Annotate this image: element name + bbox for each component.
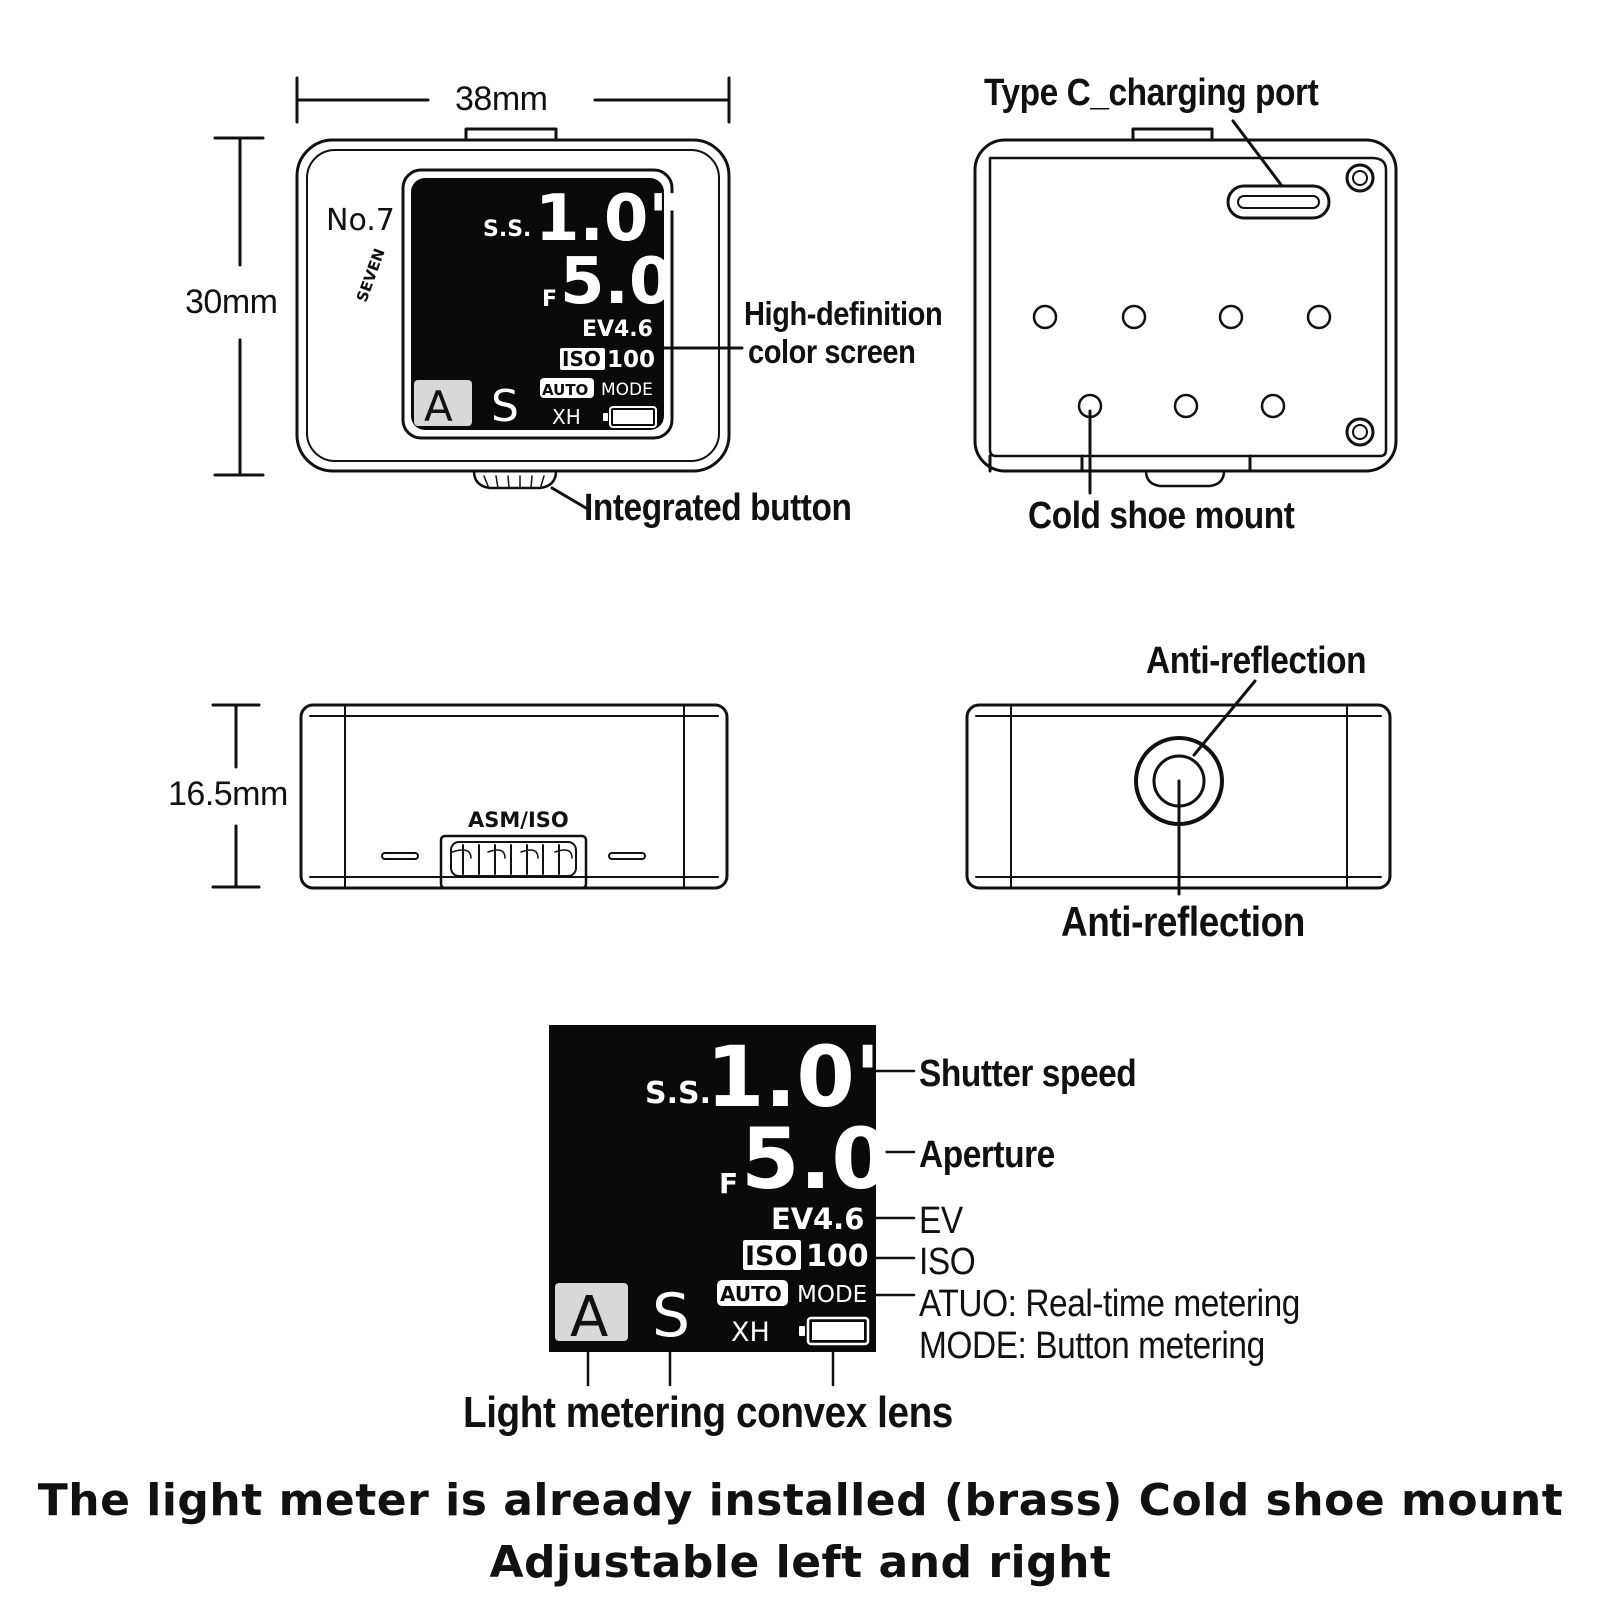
front-aperture-value: 5.0: [560, 245, 673, 319]
large-xh-label: XH: [731, 1317, 770, 1348]
back-view-body: [973, 127, 1398, 488]
charging-port-label: Type C_charging port: [984, 72, 1319, 114]
depth-dimension-label: 16.5mm: [168, 775, 288, 813]
brand-logo: No.7 SEVEN: [326, 203, 395, 304]
screen-label-line2: color screen: [748, 333, 916, 370]
asm-iso-dial-icon: [439, 834, 588, 890]
logo-sub-text: SEVEN: [353, 246, 389, 304]
front-mode-a: A: [424, 382, 453, 431]
front-ev-label: EV: [582, 317, 614, 342]
front-ss-prefix: S.S.: [483, 217, 531, 242]
front-ev-value: 4.6: [614, 317, 653, 342]
legend-ev: EV: [919, 1200, 963, 1242]
anti-reflection-bottom-label: Anti-reflection: [1061, 898, 1305, 945]
large-auto-label: AUTO: [720, 1282, 782, 1306]
screen-label-line1: High-definition: [744, 295, 943, 332]
large-mode-s: S: [652, 1281, 690, 1351]
legend-mode-description: MODE: Button metering: [919, 1325, 1265, 1367]
large-ss-prefix: S.S.: [645, 1076, 711, 1111]
large-mode-label: MODE: [797, 1282, 867, 1308]
large-screen-readout: S.S. 1.0" F 5.0 EV 4.6 ISO 100 A S AUTO …: [570, 1028, 899, 1351]
anti-reflection-top-leader: [1192, 679, 1257, 757]
side-view-lens-body: [965, 703, 1392, 890]
front-iso-label: ISO: [562, 347, 601, 371]
legend-auto-description: ATUO: Real-time metering: [919, 1283, 1300, 1325]
height-dimension-line: [213, 136, 265, 477]
depth-dimension-line: [211, 703, 261, 889]
width-dimension-label: 38mm: [455, 80, 548, 118]
front-shutter-value: 1.0": [535, 182, 682, 256]
front-screen-readout: S.S. 1.0" F 5.0 EV 4.6 ISO 100 A S AUTO …: [424, 182, 682, 432]
height-dimension-label: 30mm: [185, 283, 278, 321]
legend-aperture: Aperture: [919, 1134, 1055, 1176]
width-dimension-line: [295, 76, 731, 124]
large-f-prefix: F: [719, 1167, 738, 1200]
lens-label: Light metering convex lens: [463, 1388, 953, 1437]
front-mode-label: MODE: [601, 380, 653, 400]
side-view-dial-body: [299, 703, 729, 890]
port-leader-line: [1231, 119, 1284, 188]
button-leader-line: [550, 486, 588, 510]
front-auto-label: AUTO: [542, 381, 588, 399]
front-iso-value: 100: [607, 347, 655, 373]
button-label: Integrated button: [584, 487, 852, 529]
large-ev-label: EV: [771, 1202, 814, 1236]
legend-iso: ISO: [919, 1241, 976, 1283]
usb-c-port-icon: [1226, 184, 1331, 220]
caption-line1: The light meter is already installed (br…: [37, 1475, 1564, 1526]
anti-reflection-top-label: Anti-reflection: [1146, 640, 1367, 682]
logo-brand-text: No.7: [326, 203, 395, 238]
large-shutter-value: 1.0": [706, 1028, 899, 1126]
front-mode-s: S: [491, 381, 519, 432]
dial-label: ASM/ISO: [468, 808, 569, 832]
large-iso-label: ISO: [745, 1241, 797, 1272]
large-aperture-value: 5.0: [741, 1110, 890, 1208]
front-f-prefix: F: [542, 287, 557, 312]
front-battery-icon: [603, 406, 657, 428]
front-xh-label: XH: [552, 405, 581, 429]
large-ev-value: 4.6: [813, 1202, 864, 1236]
front-view-body: [295, 127, 731, 490]
legend-leader-lines: [586, 1069, 916, 1387]
mounting-holes: [1032, 304, 1332, 419]
caption-line2: Adjustable left and right: [489, 1537, 1112, 1588]
large-iso-value: 100: [806, 1239, 869, 1274]
cold-shoe-label: Cold shoe mount: [1028, 495, 1295, 537]
legend-shutter-speed: Shutter speed: [919, 1053, 1137, 1095]
large-battery-icon: [799, 1316, 870, 1346]
large-mode-a: A: [570, 1285, 608, 1350]
front-view-screen: [401, 168, 674, 440]
large-screen: [549, 1025, 876, 1352]
